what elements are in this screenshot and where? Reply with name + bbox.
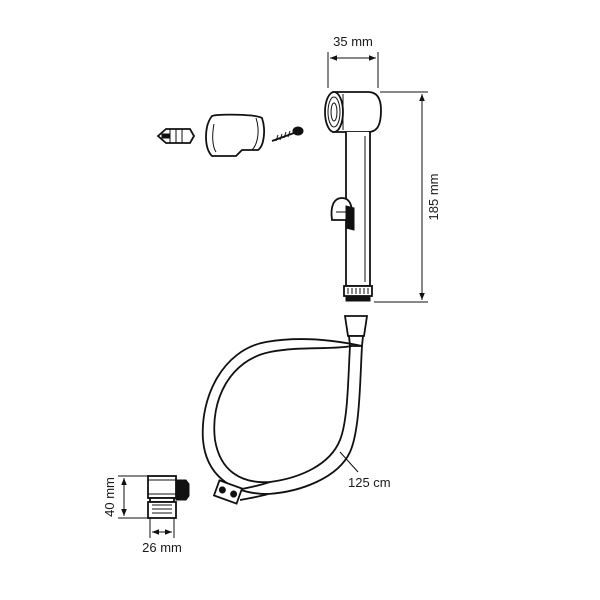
- hose-length-dimension: 125 cm: [339, 451, 391, 490]
- head-width-label: 35 mm: [333, 34, 373, 49]
- valve-width-label: 26 mm: [142, 540, 182, 555]
- hand-shower-icon: [324, 91, 382, 302]
- head-width-dimension: 35 mm: [327, 34, 379, 88]
- angle-valve-icon: [147, 475, 190, 519]
- handset-length-label: 185 mm: [426, 174, 441, 221]
- valve-height-label: 40 mm: [102, 477, 117, 517]
- hose-length-label: 125 cm: [348, 475, 391, 490]
- handset-length-dimension: 185 mm: [374, 91, 441, 303]
- shower-hose-icon: [201, 315, 369, 505]
- wall-plug-icon: [156, 128, 196, 144]
- valve-height-dimension: 40 mm: [102, 475, 148, 519]
- screw-icon: [271, 126, 304, 142]
- wall-holder-icon: [205, 113, 265, 157]
- valve-width-dimension: 26 mm: [142, 518, 182, 555]
